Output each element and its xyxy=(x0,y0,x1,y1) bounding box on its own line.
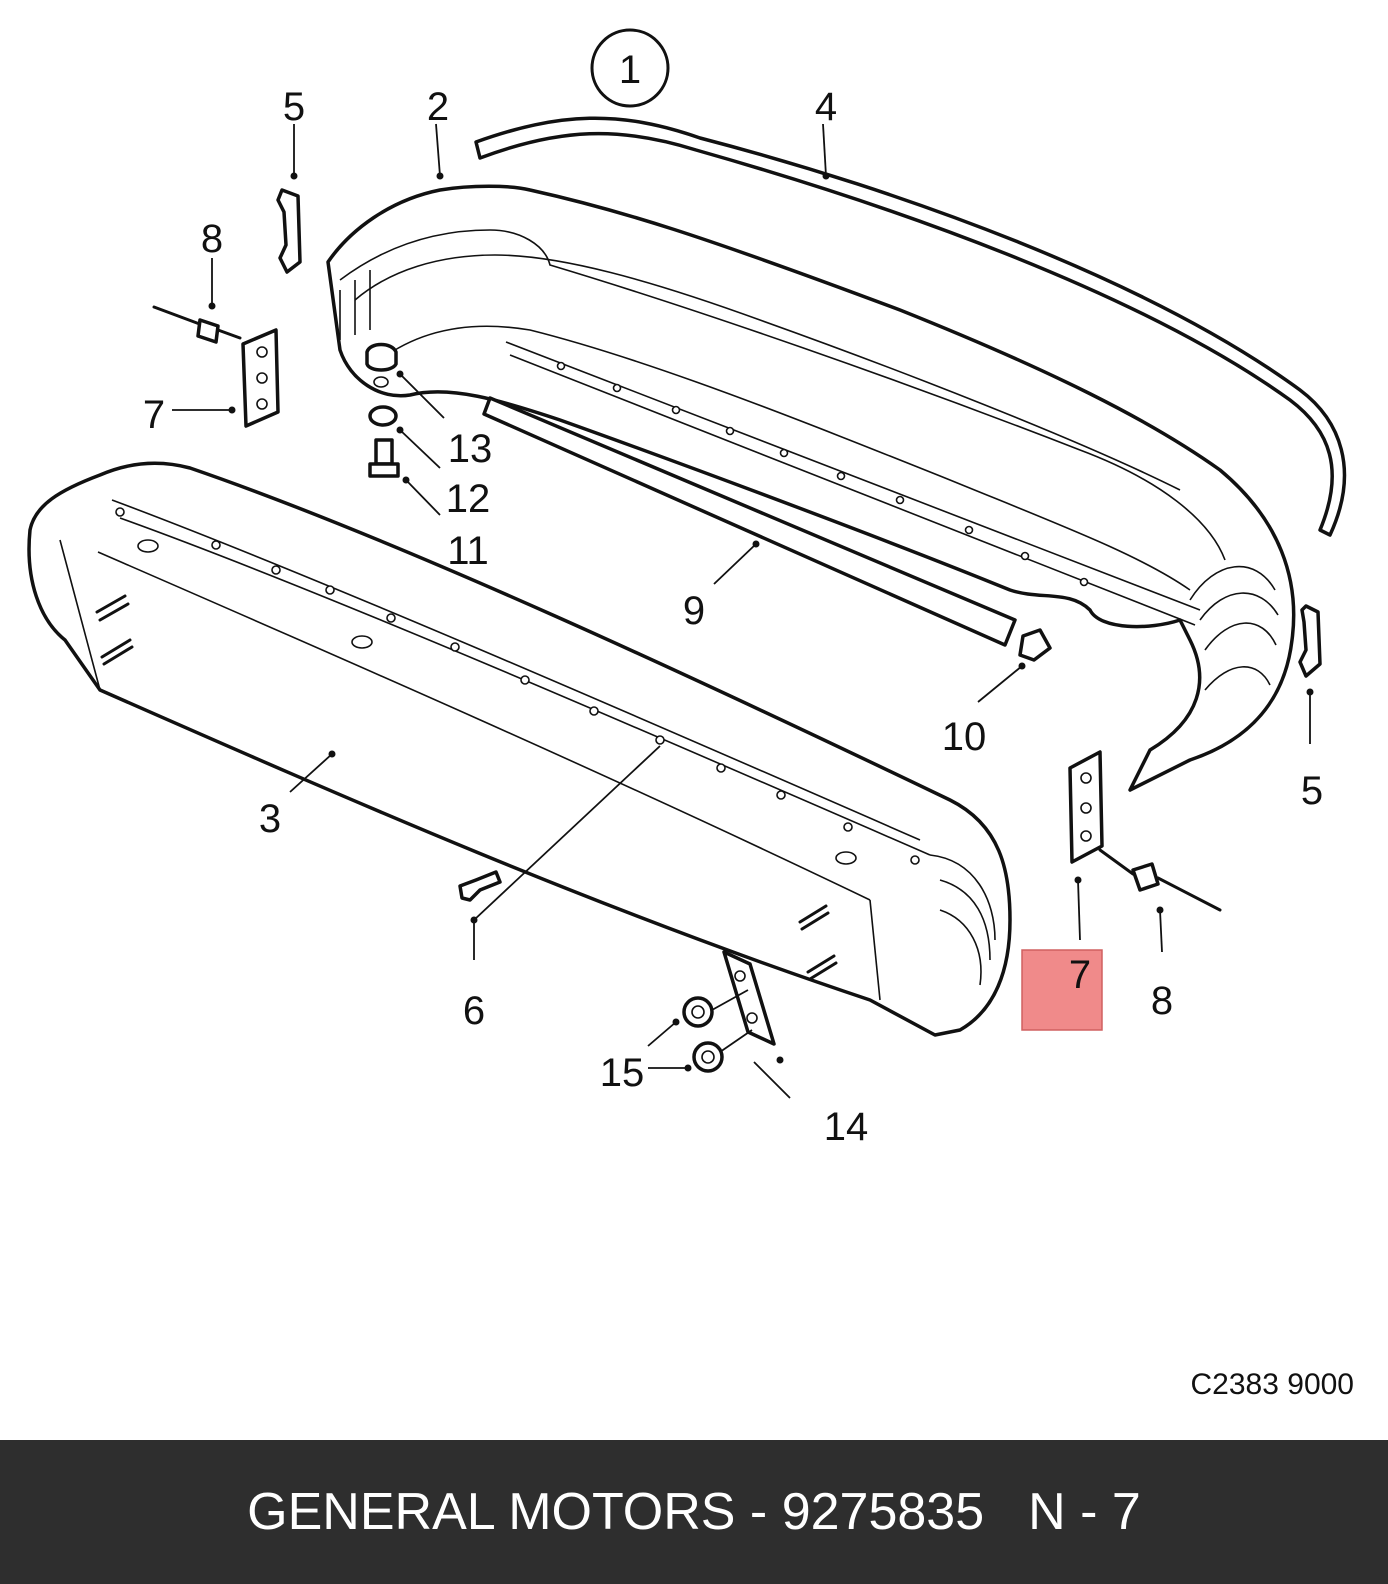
fastener-stack xyxy=(365,342,400,478)
callout-8-right: 8 xyxy=(1151,979,1173,1023)
footer-position: N - 7 xyxy=(1028,1483,1141,1541)
callout-5-left: 5 xyxy=(283,85,305,129)
mounting-plate-left xyxy=(241,328,280,428)
highlight-box xyxy=(1021,949,1103,1031)
callout-5-right: 5 xyxy=(1301,769,1323,813)
bracket-plate xyxy=(722,950,776,1046)
callout-3: 3 xyxy=(259,797,281,841)
callout-11: 11 xyxy=(447,529,489,573)
bumper-lower xyxy=(27,461,1012,1037)
callout-10: 10 xyxy=(942,715,987,759)
flange-nuts xyxy=(682,989,753,1073)
side-bracket-right xyxy=(1298,604,1322,678)
callout-7-left: 7 xyxy=(143,393,165,437)
callout-4: 4 xyxy=(815,85,837,129)
callout-12: 12 xyxy=(446,477,491,521)
callout-9: 9 xyxy=(683,589,705,633)
callout-6: 6 xyxy=(463,989,485,1033)
rivet-pin-right xyxy=(1098,848,1222,912)
drawing-code: C2383 9000 xyxy=(1191,1368,1354,1401)
assembly-number: 1 xyxy=(619,48,641,92)
small-clip xyxy=(1018,628,1052,662)
footer-part-number: GENERAL MOTORS - 9275835 xyxy=(247,1483,985,1541)
callout-13: 13 xyxy=(448,427,493,471)
callout-15: 15 xyxy=(600,1051,645,1095)
mounting-plate-right xyxy=(1068,750,1104,864)
callout-7-highlighted: 7 xyxy=(1069,953,1091,997)
bolt xyxy=(458,870,502,902)
parts-diagram: 1 xyxy=(27,28,1354,1401)
trim-strip xyxy=(474,116,1347,537)
assembly-circle: 1 xyxy=(590,28,670,108)
callout-14: 14 xyxy=(824,1105,869,1149)
footer-bar: GENERAL MOTORS - 9275835 N - 7 xyxy=(0,1440,1388,1584)
bumper-cover-upper xyxy=(326,184,1296,792)
rivet-pin-left xyxy=(152,305,242,344)
leader-lines xyxy=(172,123,1314,1099)
side-bracket-left xyxy=(276,188,302,274)
callout-8-left: 8 xyxy=(201,217,223,261)
long-strip xyxy=(482,396,1017,647)
callout-2: 2 xyxy=(427,85,449,129)
